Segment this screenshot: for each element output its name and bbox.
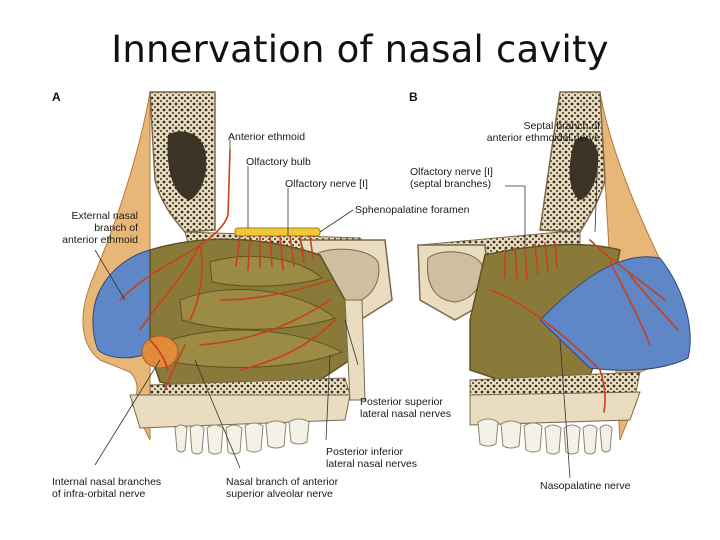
label-internal-nasal-branches: Internal nasal branches of infra-orbital… <box>52 476 161 500</box>
label-external-nasal-line-3: anterior ethmoid <box>62 234 138 246</box>
label-olfactory-septal-line-1: Olfactory nerve [I] <box>410 166 493 178</box>
label-external-nasal-line-1: External nasal <box>71 210 138 222</box>
maxilla-b <box>469 391 641 426</box>
label-nasopalatine-nerve: Nasopalatine nerve <box>540 480 631 492</box>
leader-lines-a <box>94 140 359 469</box>
label-posterior-superior-line-2: lateral nasal nerves <box>360 408 452 420</box>
label-internal-nasal-line-1: Internal nasal branches <box>52 476 162 488</box>
frontal-sinus-b <box>569 137 599 200</box>
septal-cartilage-b <box>539 256 691 371</box>
frontal-sinus-a <box>167 131 207 200</box>
panel-a-letter: A <box>52 90 61 104</box>
label-olfactory-septal-branches: Olfactory nerve [I] (septal branches) <box>410 166 493 190</box>
panel-b-letter: B <box>409 90 418 104</box>
label-posterior-superior-lateral-nasal: Posterior superior lateral nasal nerves <box>360 396 451 420</box>
maxilla-a <box>129 394 351 429</box>
nerves-b <box>489 239 679 413</box>
vestibule-mucosa-a <box>92 249 161 359</box>
label-nasal-branch-anterior-superior-alveolar: Nasal branch of anterior superior alveol… <box>226 476 338 500</box>
label-internal-nasal-line-2: of infra-orbital nerve <box>52 488 146 500</box>
label-septal-branch-line-2: anterior ethmoidal nerve <box>486 132 600 144</box>
label-nasal-branch-line-2: superior alveolar nerve <box>226 488 333 500</box>
teeth-b <box>477 418 613 455</box>
label-septal-branch-anterior-ethmoidal: Septal branch of anterior ethmoidal nerv… <box>470 120 600 144</box>
sphenoid-sinus-b <box>426 251 483 303</box>
label-posterior-inferior-line-2: lateral nasal nerves <box>326 458 418 470</box>
panel-a-drawing <box>82 91 393 469</box>
label-septal-branch-line-1: Septal branch of <box>523 120 600 132</box>
slide-title: Innervation of nasal cavity <box>111 28 609 71</box>
label-olfactory-bulb: Olfactory bulb <box>246 156 311 168</box>
label-olfactory-septal-line-2: (septal branches) <box>410 178 492 190</box>
leader-lines-b <box>505 147 599 479</box>
panel-b-drawing <box>417 91 691 479</box>
teeth-a <box>174 418 310 455</box>
inferior-concha-a <box>169 329 344 368</box>
label-olfactory-nerve: Olfactory nerve [I] <box>285 178 368 190</box>
label-external-nasal-branch: External nasal branch of anterior ethmoi… <box>52 210 138 246</box>
label-posterior-superior-line-1: Posterior superior <box>360 396 443 408</box>
label-external-nasal-line-2: branch of <box>94 222 138 234</box>
label-posterior-inferior-line-1: Posterior inferior <box>326 446 404 458</box>
label-sphenopalatine-foramen: Sphenopalatine foramen <box>355 204 470 216</box>
pterygoid-a <box>344 299 366 401</box>
label-nasal-branch-line-1: Nasal branch of anterior <box>226 476 339 488</box>
olfactory-bulb <box>234 227 321 237</box>
nerves-a <box>119 149 336 391</box>
label-posterior-inferior-lateral-nasal: Posterior inferior lateral nasal nerves <box>326 446 417 470</box>
label-anterior-ethmoid: Anterior ethmoid <box>228 131 306 143</box>
